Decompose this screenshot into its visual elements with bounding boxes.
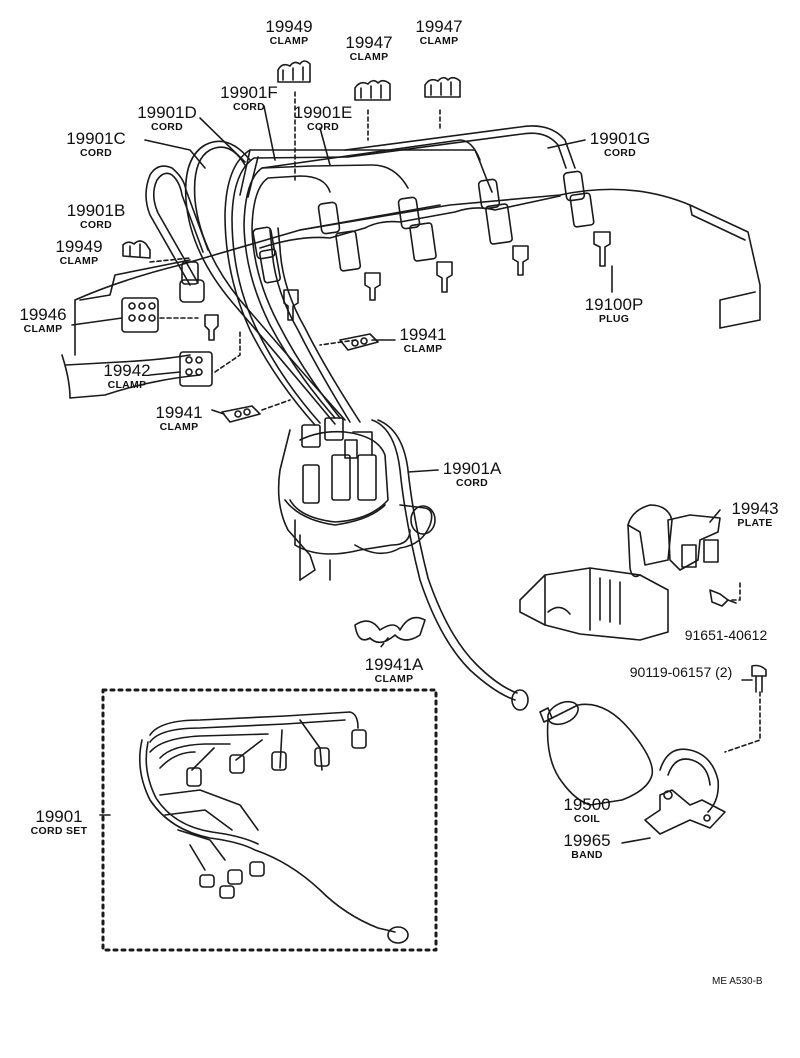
coil-cord bbox=[354, 419, 529, 711]
part-label-19949-top: 19949 CLAMP bbox=[258, 18, 320, 47]
part-label-19965: 19965 BAND bbox=[556, 832, 618, 861]
part-number: 19901G bbox=[589, 129, 651, 148]
part-number: 19901E bbox=[293, 103, 353, 122]
engine-head-outline bbox=[61, 188, 761, 399]
part-label-19100p: 19100P PLUG bbox=[578, 296, 650, 325]
part-name: PLATE bbox=[737, 517, 773, 529]
part-label-19946: 19946 CLAMP bbox=[12, 306, 74, 335]
part-label-90119-06157: 90119-06157 (2) bbox=[620, 665, 742, 679]
part-number: 91651-40612 bbox=[684, 627, 768, 643]
part-name: CORD bbox=[79, 147, 113, 159]
part-number: 19947 bbox=[345, 33, 393, 52]
part-name: CLAMP bbox=[107, 379, 147, 391]
part-name: CLAMP bbox=[59, 255, 99, 267]
part-label-19901f: 19901F CORD bbox=[214, 84, 284, 113]
igniter-module bbox=[519, 504, 767, 693]
part-name: BAND bbox=[571, 849, 603, 861]
part-number: 19947 bbox=[415, 17, 463, 36]
part-name: CORD bbox=[150, 121, 184, 133]
part-number: 19965 bbox=[563, 831, 611, 850]
part-label-19941-right: 19941 CLAMP bbox=[392, 326, 454, 355]
cord-set-illustration bbox=[139, 711, 409, 944]
part-name: CLAMP bbox=[374, 673, 414, 685]
part-label-19901d: 19901D CORD bbox=[132, 104, 202, 133]
leader-lines bbox=[71, 105, 753, 844]
part-label-19500: 19500 COIL bbox=[556, 796, 618, 825]
part-name: PLUG bbox=[598, 313, 630, 325]
plug-boots bbox=[179, 170, 595, 303]
part-name: CORD bbox=[455, 477, 489, 489]
part-name: COIL bbox=[573, 813, 601, 825]
part-number: 19941A bbox=[364, 655, 424, 674]
part-name: CORD bbox=[603, 147, 637, 159]
part-label-19901e: 19901E CORD bbox=[288, 104, 358, 133]
cord-set-inset-border bbox=[101, 688, 438, 952]
mid-clamps bbox=[121, 297, 379, 423]
part-label-19941a: 19941A CLAMP bbox=[358, 656, 430, 685]
part-number: 90119-06157 (2) bbox=[629, 664, 733, 680]
part-number: 19949 bbox=[55, 237, 103, 256]
part-number: 19949 bbox=[265, 17, 313, 36]
figure-reference: ME A530-B bbox=[712, 976, 763, 987]
top-clamps bbox=[122, 60, 461, 259]
coil-band bbox=[644, 748, 726, 835]
part-label-19947-b: 19947 CLAMP bbox=[408, 18, 470, 47]
part-number: 19500 bbox=[563, 795, 611, 814]
part-number: 19941 bbox=[399, 325, 447, 344]
part-label-19901-cord-set: 19901 CORD SET bbox=[18, 808, 100, 837]
part-number: 19901B bbox=[66, 201, 126, 220]
part-label-19901b: 19901B CORD bbox=[60, 202, 132, 231]
part-name: CLAMP bbox=[403, 343, 443, 355]
cord-bundle bbox=[145, 125, 576, 426]
part-number: 19901D bbox=[137, 103, 197, 122]
part-label-19941-left: 19941 CLAMP bbox=[148, 404, 210, 433]
ignition-coil bbox=[539, 700, 654, 806]
spark-plugs bbox=[204, 231, 611, 341]
part-number: 19100P bbox=[584, 295, 644, 314]
part-label-19943: 19943 PLATE bbox=[724, 500, 786, 529]
part-number: 19941 bbox=[155, 403, 203, 422]
part-label-19949-left: 19949 CLAMP bbox=[48, 238, 110, 267]
part-label-19901a: 19901A CORD bbox=[436, 460, 508, 489]
part-name: CLAMP bbox=[419, 35, 459, 47]
part-number: 19901A bbox=[442, 459, 502, 478]
part-number: 19901C bbox=[66, 129, 126, 148]
part-label-19901c: 19901C CORD bbox=[60, 130, 132, 159]
part-label-91651-40612: 91651-40612 bbox=[676, 628, 776, 642]
part-label-19942: 19942 CLAMP bbox=[96, 362, 158, 391]
part-name: CORD bbox=[232, 101, 266, 113]
part-name: CORD bbox=[306, 121, 340, 133]
part-name: CLAMP bbox=[23, 323, 63, 335]
part-label-19947-a: 19947 CLAMP bbox=[338, 34, 400, 63]
distributor bbox=[277, 417, 436, 581]
part-number: 19943 bbox=[731, 499, 779, 518]
part-name: CLAMP bbox=[269, 35, 309, 47]
part-name: CLAMP bbox=[159, 421, 199, 433]
part-name: CORD SET bbox=[30, 825, 88, 837]
part-name: CORD bbox=[79, 219, 113, 231]
part-number: 19901F bbox=[220, 83, 278, 102]
part-label-19901g: 19901G CORD bbox=[584, 130, 656, 159]
part-number: 19942 bbox=[103, 361, 151, 380]
dashed-leaders bbox=[149, 91, 761, 753]
part-number: 19946 bbox=[19, 305, 67, 324]
part-number: 19901 bbox=[35, 807, 83, 826]
part-name: CLAMP bbox=[349, 51, 389, 63]
